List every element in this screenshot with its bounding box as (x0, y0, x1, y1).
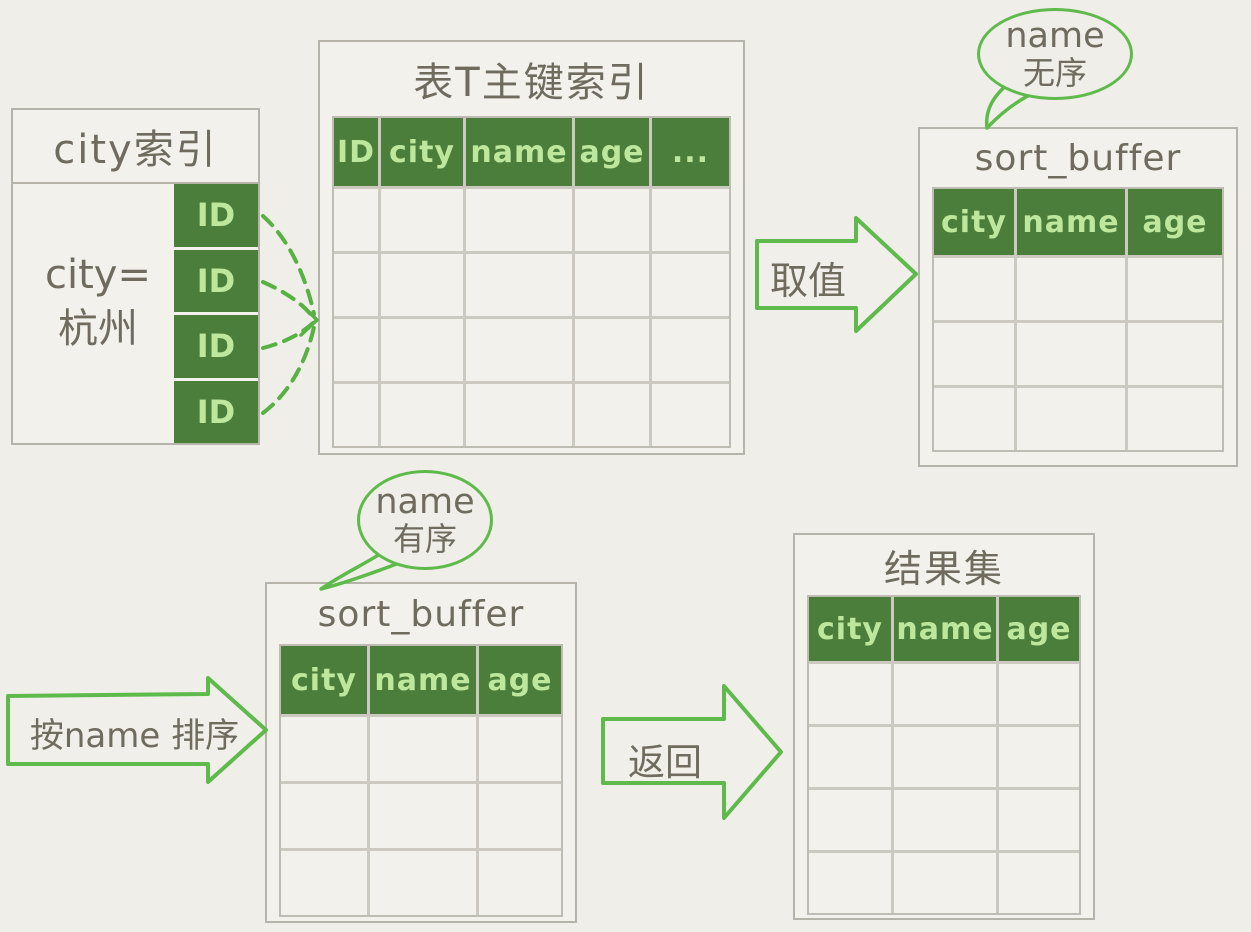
bubble-line1: name (375, 481, 475, 522)
empty-cell (370, 784, 476, 848)
empty-cell (281, 784, 367, 848)
empty-cell (466, 254, 572, 316)
empty-cell (1017, 323, 1125, 385)
column-header-city: city (809, 597, 891, 661)
empty-cell (1128, 258, 1222, 320)
empty-cell (894, 790, 996, 850)
empty-cell (381, 384, 463, 446)
empty-cell (575, 319, 649, 381)
city-index-body: city= 杭州 ID ID ID ID (13, 184, 258, 443)
column-header-city: city (381, 118, 463, 186)
sort-buffer-bottom-grid: city name age (279, 644, 563, 917)
empty-cell (652, 189, 729, 251)
empty-cell (575, 384, 649, 446)
empty-cell (466, 189, 572, 251)
empty-cell (999, 664, 1079, 724)
result-set-title: 结果集 (883, 546, 1004, 591)
empty-cell (281, 717, 367, 781)
column-header-name: name (894, 597, 996, 661)
empty-cell (334, 384, 378, 446)
city-index-table: city索引 city= 杭州 ID ID ID ID (11, 108, 260, 445)
empty-cell (652, 254, 729, 316)
empty-cell (934, 323, 1014, 385)
column-header-city: city (281, 646, 367, 714)
empty-cell (466, 319, 572, 381)
empty-cell (809, 664, 891, 724)
fetch-arrow-label: 取值 (769, 259, 846, 303)
city-index-title: city索引 (13, 110, 258, 184)
name-ordered-bubble: name 有序 (357, 470, 493, 570)
empty-cell (1017, 258, 1125, 320)
sort-buffer-bottom-title: sort_buffer (317, 593, 525, 635)
id-column: ID ID ID ID (174, 184, 258, 443)
bubble-line1: name (1005, 15, 1105, 56)
empty-cell (652, 319, 729, 381)
empty-cell (466, 384, 572, 446)
primary-key-index-grid: ID city name age ... (332, 116, 731, 448)
city-condition-text: city= 杭州 (23, 248, 173, 356)
sort-buffer-bottom-table: sort_buffer city name age (265, 582, 577, 923)
empty-cell (999, 790, 1079, 850)
column-header-age: age (575, 118, 649, 186)
column-header-name: name (466, 118, 572, 186)
sort-buffer-top-table: sort_buffer city name age (918, 127, 1238, 467)
empty-cell (575, 254, 649, 316)
column-header-city: city (934, 189, 1014, 255)
sort-buffer-top-grid: city name age (932, 187, 1224, 452)
column-header-age: age (479, 646, 561, 714)
empty-cell (999, 853, 1079, 913)
empty-cell (370, 717, 476, 781)
empty-cell (1017, 388, 1125, 450)
convergence-arrowhead-icon (299, 303, 320, 337)
column-header-age: age (999, 597, 1079, 661)
empty-cell (934, 388, 1014, 450)
column-header-name: name (1017, 189, 1125, 255)
empty-cell (809, 790, 891, 850)
primary-key-index-table: 表T主键索引 ID city name age ... (318, 40, 745, 455)
bubble-line2: 无序 (1022, 53, 1087, 92)
return-arrow-label: 返回 (628, 741, 702, 784)
empty-cell (934, 258, 1014, 320)
empty-cell (894, 727, 996, 787)
empty-cell (381, 319, 463, 381)
empty-cell (479, 717, 561, 781)
result-set-table: 结果集 city name age (793, 533, 1095, 920)
city-condition-line1: city= (45, 252, 151, 298)
empty-cell (381, 189, 463, 251)
column-header-id: ID (334, 118, 378, 186)
empty-cell (281, 851, 367, 915)
empty-cell (894, 664, 996, 724)
empty-cell (1128, 323, 1222, 385)
empty-cell (370, 851, 476, 915)
column-header-more: ... (652, 118, 729, 186)
empty-cell (479, 784, 561, 848)
empty-cell (809, 853, 891, 913)
column-header-age: age (1128, 189, 1222, 255)
id-cell: ID (174, 249, 258, 312)
bubble-line2: 有序 (392, 519, 457, 558)
empty-cell (575, 189, 649, 251)
sort-buffer-top-title: sort_buffer (974, 137, 1182, 179)
name-unordered-bubble: name 无序 (977, 8, 1133, 100)
empty-cell (334, 189, 378, 251)
sort-arrow-label: 按name 排序 (29, 716, 240, 756)
empty-cell (479, 851, 561, 915)
empty-cell (381, 254, 463, 316)
empty-cell (999, 727, 1079, 787)
empty-cell (809, 727, 891, 787)
primary-key-index-title: 表T主键索引 (413, 60, 650, 106)
id-cell: ID (174, 315, 258, 378)
dashed-id-link-lines (261, 214, 316, 415)
id-cell: ID (174, 380, 258, 443)
empty-cell (334, 319, 378, 381)
empty-cell (652, 384, 729, 446)
empty-cell (334, 254, 378, 316)
column-header-name: name (370, 646, 476, 714)
result-set-grid: city name age (807, 595, 1081, 915)
empty-cell (1128, 388, 1222, 450)
empty-cell (894, 853, 996, 913)
city-condition-line2: 杭州 (58, 306, 138, 352)
id-cell: ID (174, 184, 258, 247)
